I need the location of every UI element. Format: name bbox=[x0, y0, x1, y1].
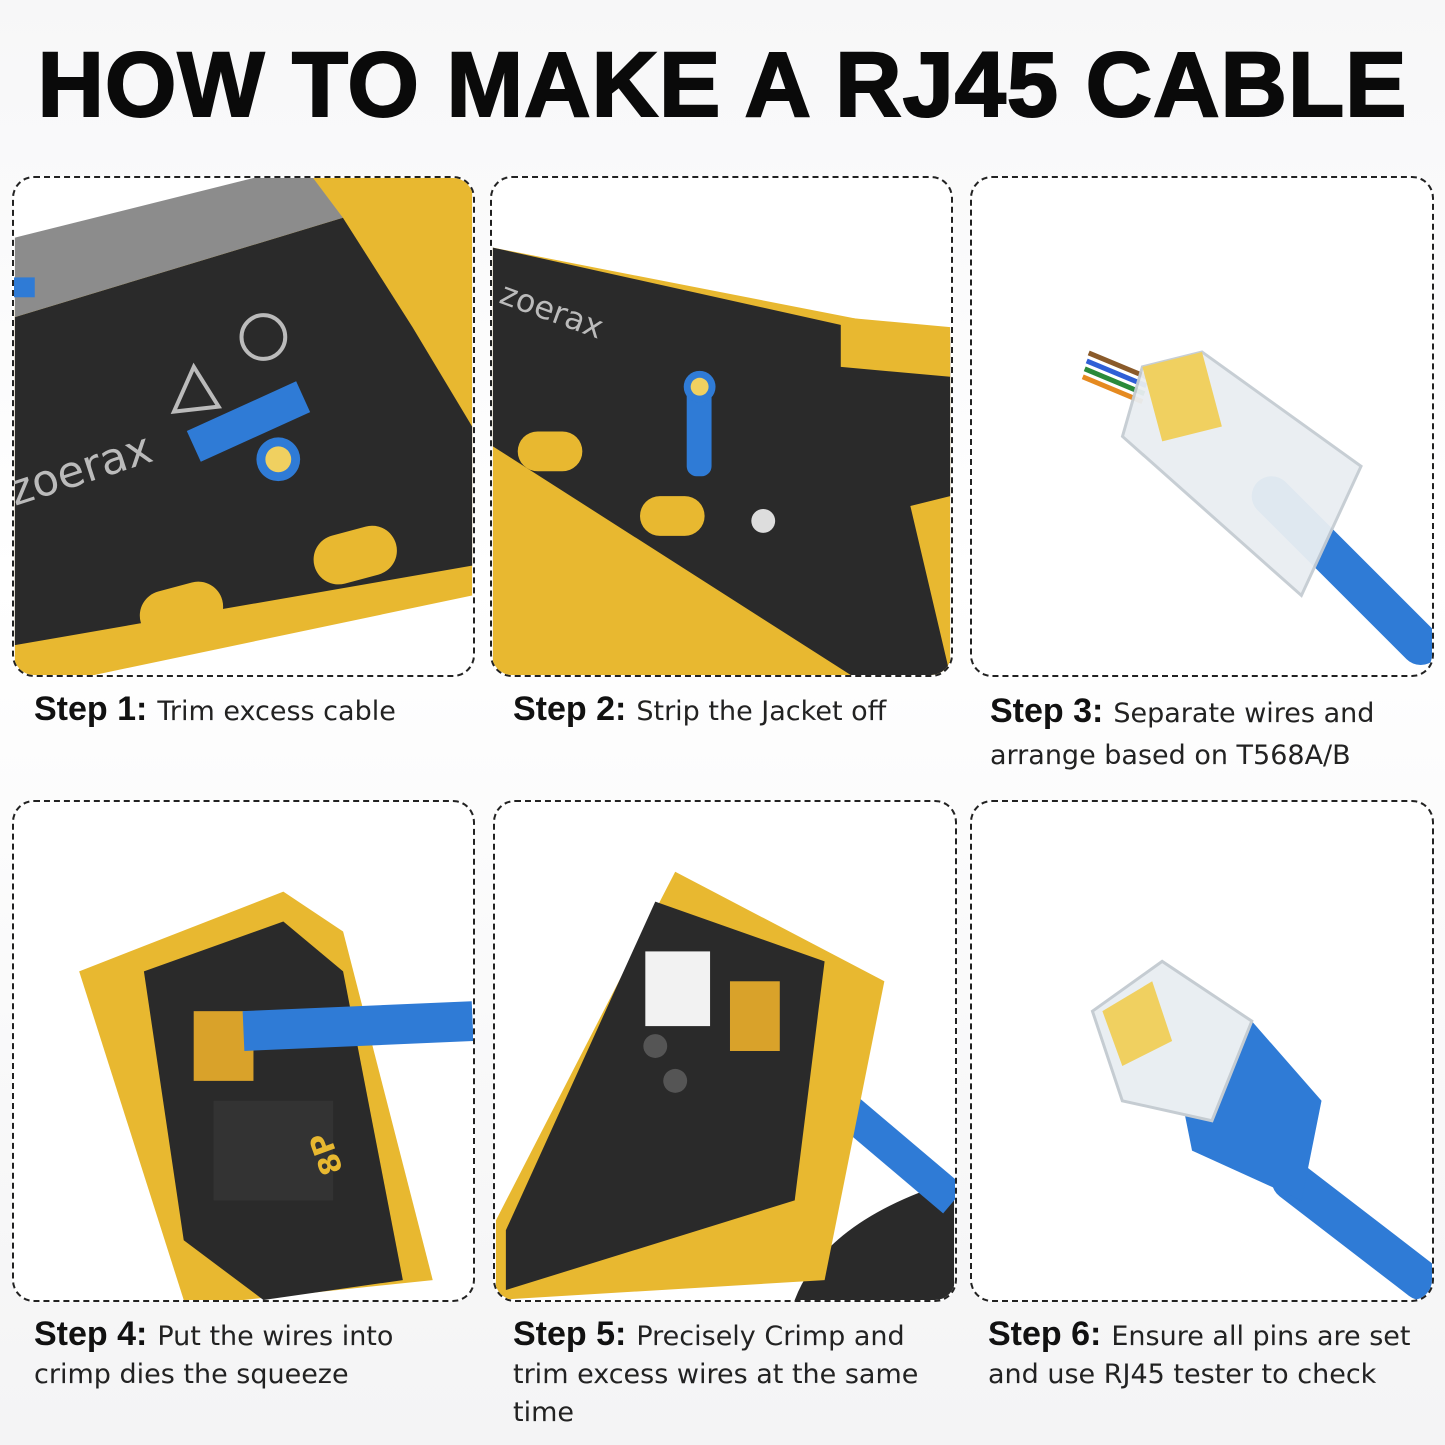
step-5-image bbox=[493, 800, 957, 1302]
crimp-tool-cut-icon: zoerax bbox=[14, 178, 473, 675]
step-4-caption: Step 4:Put the wires into crimp dies the… bbox=[34, 1315, 454, 1394]
step-1-text: Trim excess cable bbox=[157, 696, 396, 727]
step-5-text: Precisely Crimp and trim excess wires at… bbox=[513, 1321, 919, 1428]
step-1-caption: Step 1: Trim excess cable bbox=[34, 690, 464, 731]
step-2-label: Step 2: bbox=[513, 690, 627, 728]
step-4-image: 8P bbox=[12, 800, 475, 1302]
step-3-caption: Step 3:Separate wires and arrange based … bbox=[990, 690, 1430, 777]
step-5-caption: Step 5:Precisely Crimp and trim excess w… bbox=[513, 1315, 953, 1432]
step-6-text: Ensure all pins are set and use RJ45 tes… bbox=[988, 1321, 1411, 1390]
step-1-label: Step 1: bbox=[34, 690, 148, 728]
crimp-die-insert-icon: 8P bbox=[79, 891, 473, 1300]
finished-rj45-plug-icon bbox=[1090, 959, 1432, 1300]
rj45-connector-icon bbox=[1081, 350, 1432, 666]
step-1-image: zoerax bbox=[12, 176, 475, 677]
step-4-label: Step 4: bbox=[34, 1315, 148, 1353]
step-6-image bbox=[970, 800, 1434, 1302]
crimp-die-closed-icon bbox=[495, 871, 955, 1300]
step-5-label: Step 5: bbox=[513, 1315, 627, 1353]
step-6-caption: Step 6:Ensure all pins are set and use R… bbox=[988, 1315, 1428, 1394]
step-3-text: Separate wires and arrange based on T568… bbox=[990, 698, 1375, 771]
crimp-tool-strip-icon: zoerax bbox=[492, 247, 951, 675]
step-4-text: Put the wires into crimp dies the squeez… bbox=[34, 1321, 394, 1390]
step-3-label: Step 3: bbox=[990, 692, 1104, 730]
step-2-image: zoerax bbox=[490, 176, 953, 677]
step-6-label: Step 6: bbox=[988, 1315, 1102, 1353]
page-title: HOW TO MAKE A RJ45 CABLE bbox=[36, 33, 1408, 137]
step-2-text: Strip the Jacket off bbox=[636, 696, 887, 727]
step-2-caption: Step 2: Strip the Jacket off bbox=[513, 690, 943, 731]
step-3-image bbox=[970, 176, 1434, 677]
